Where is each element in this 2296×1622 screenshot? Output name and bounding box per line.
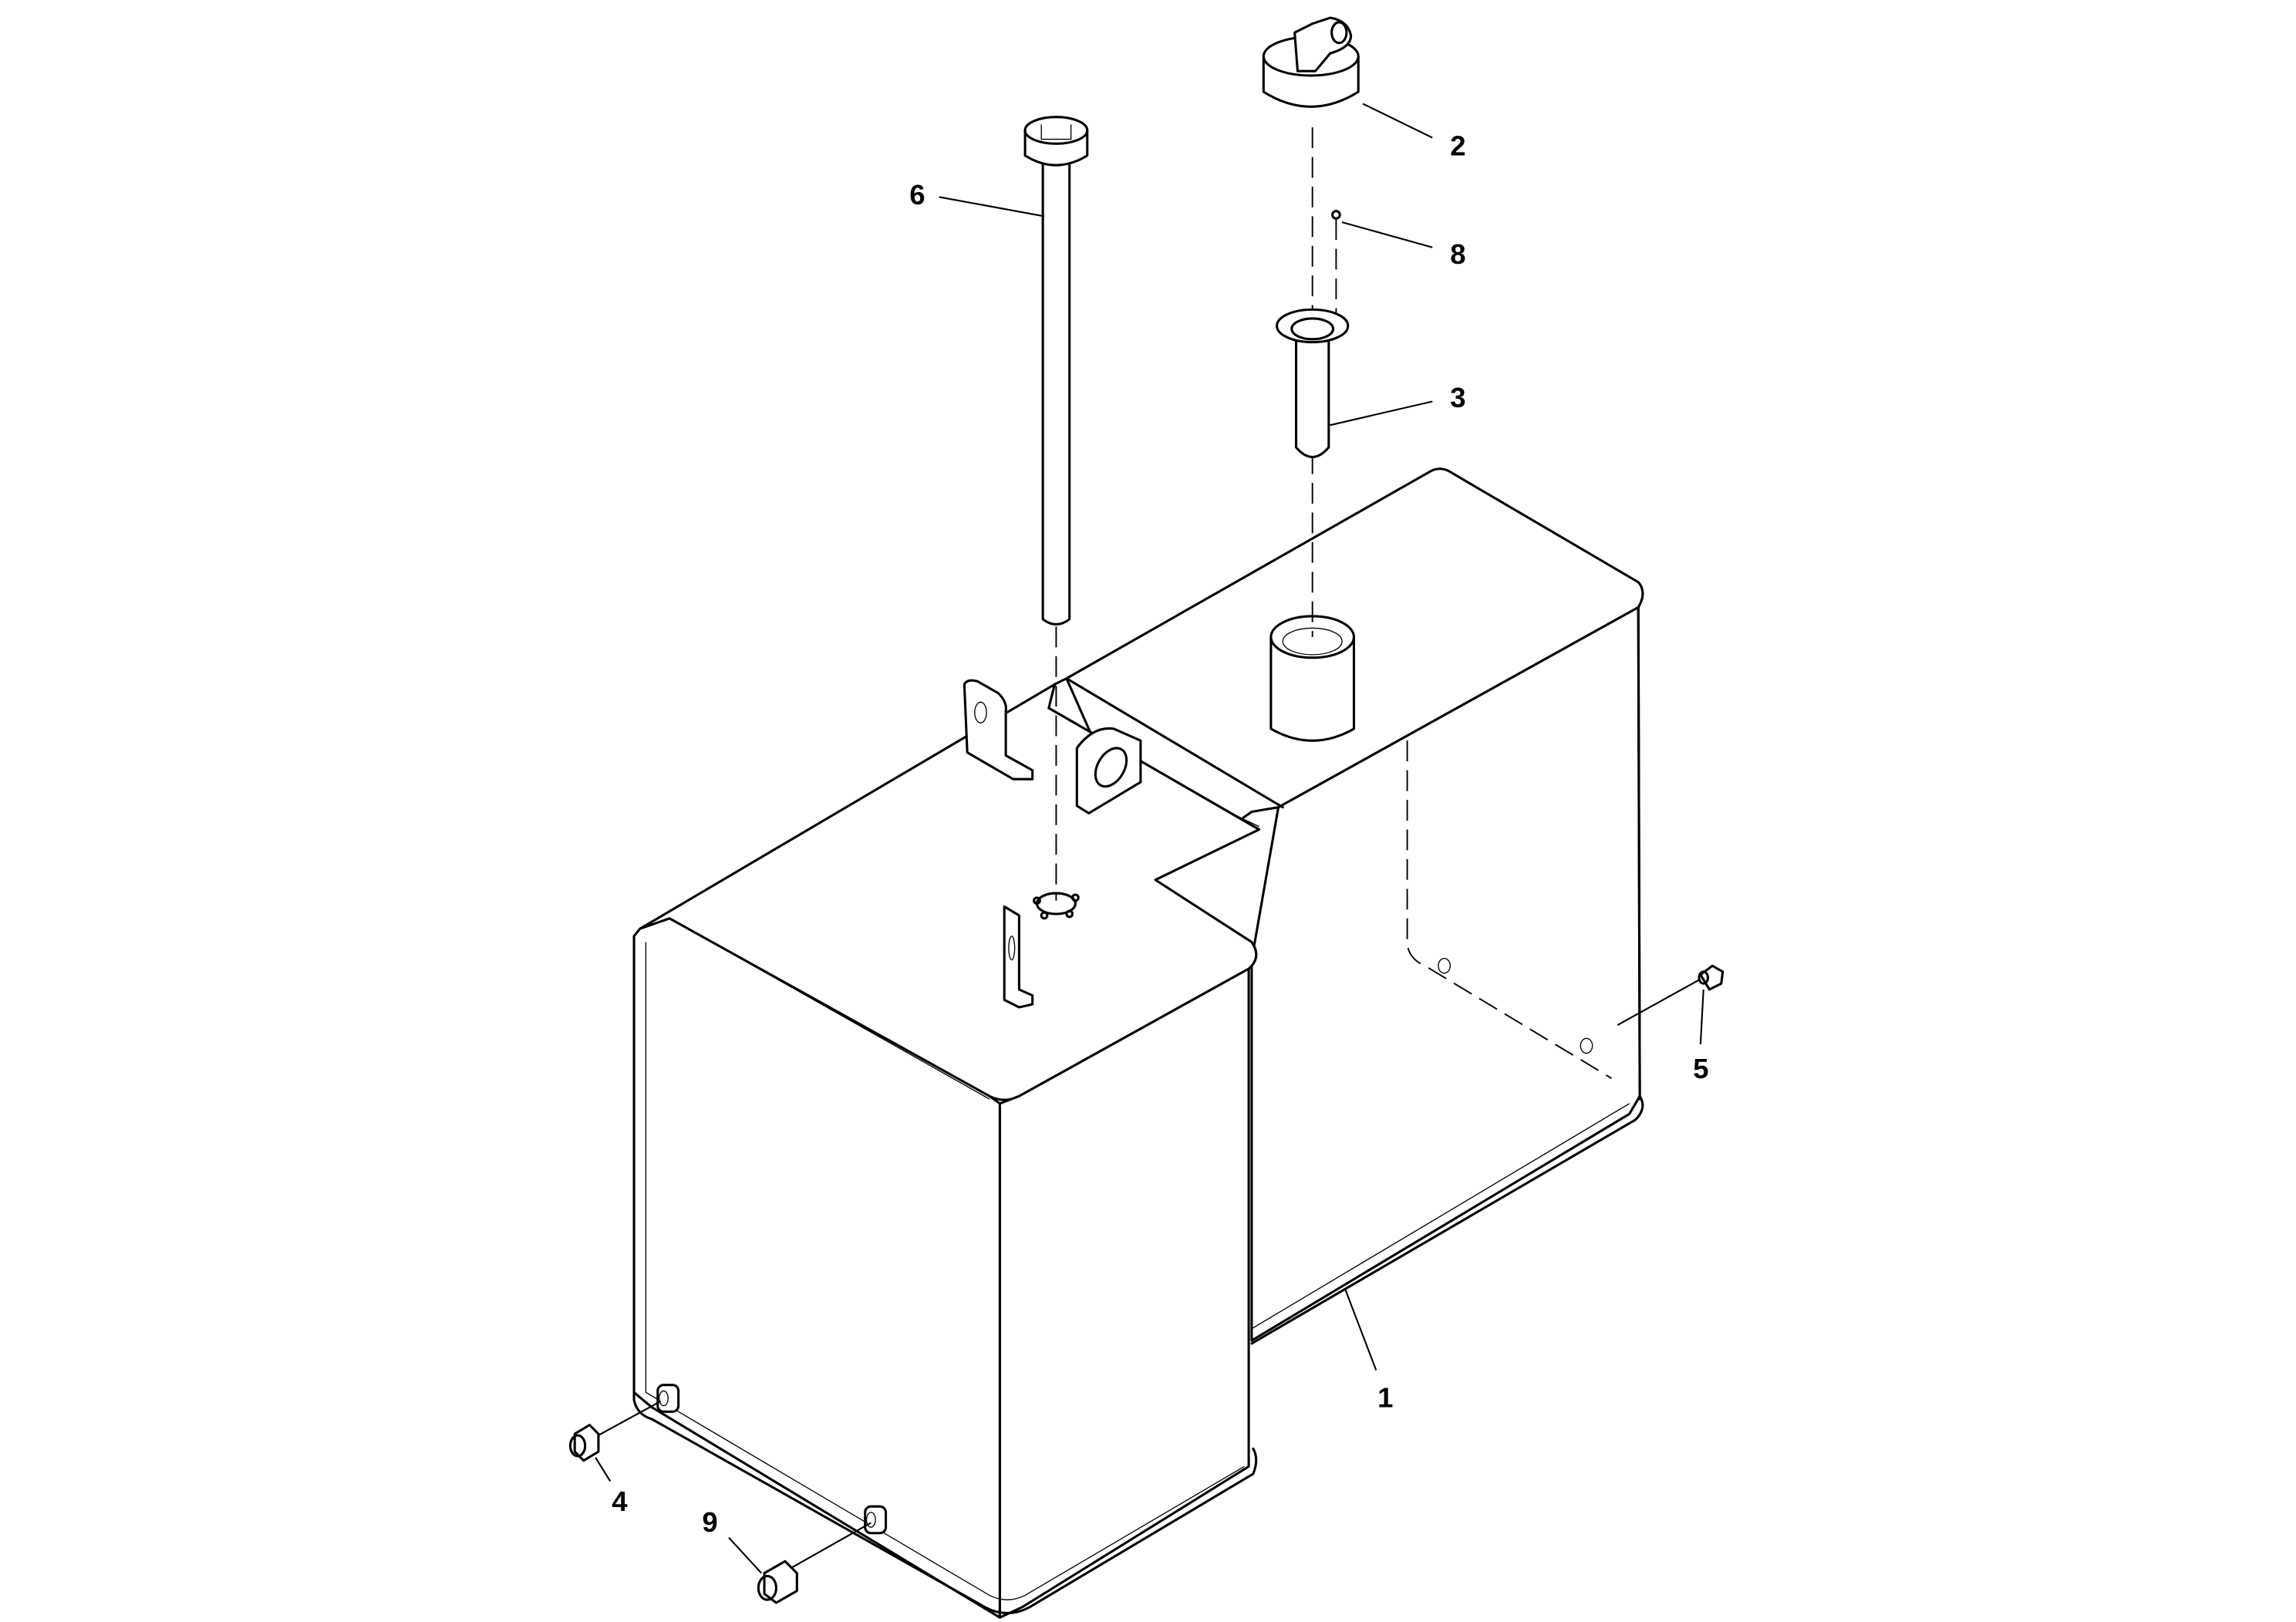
mounting-brackets (963, 679, 1142, 1009)
callout-9: 9 (702, 1506, 717, 1538)
callout-8: 8 (1450, 238, 1465, 270)
callout-3: 3 (1450, 382, 1465, 413)
callout-5: 5 (1693, 1053, 1708, 1084)
part-8-pin (1331, 210, 1341, 329)
callout-1: 1 (1377, 1382, 1393, 1414)
part-5-plug (1617, 964, 1725, 1026)
part-2-filler-cap (1262, 16, 1360, 108)
callout-4: 4 (612, 1485, 628, 1517)
callout-leaders (595, 103, 1704, 1574)
callout-6: 6 (909, 179, 925, 211)
drain-fittings (568, 1384, 888, 1604)
part-3-strainer-tube (1276, 308, 1350, 459)
callout-2: 2 (1450, 130, 1465, 162)
tank-front-section (632, 683, 1261, 1619)
part-6-level-sender (1023, 116, 1089, 901)
